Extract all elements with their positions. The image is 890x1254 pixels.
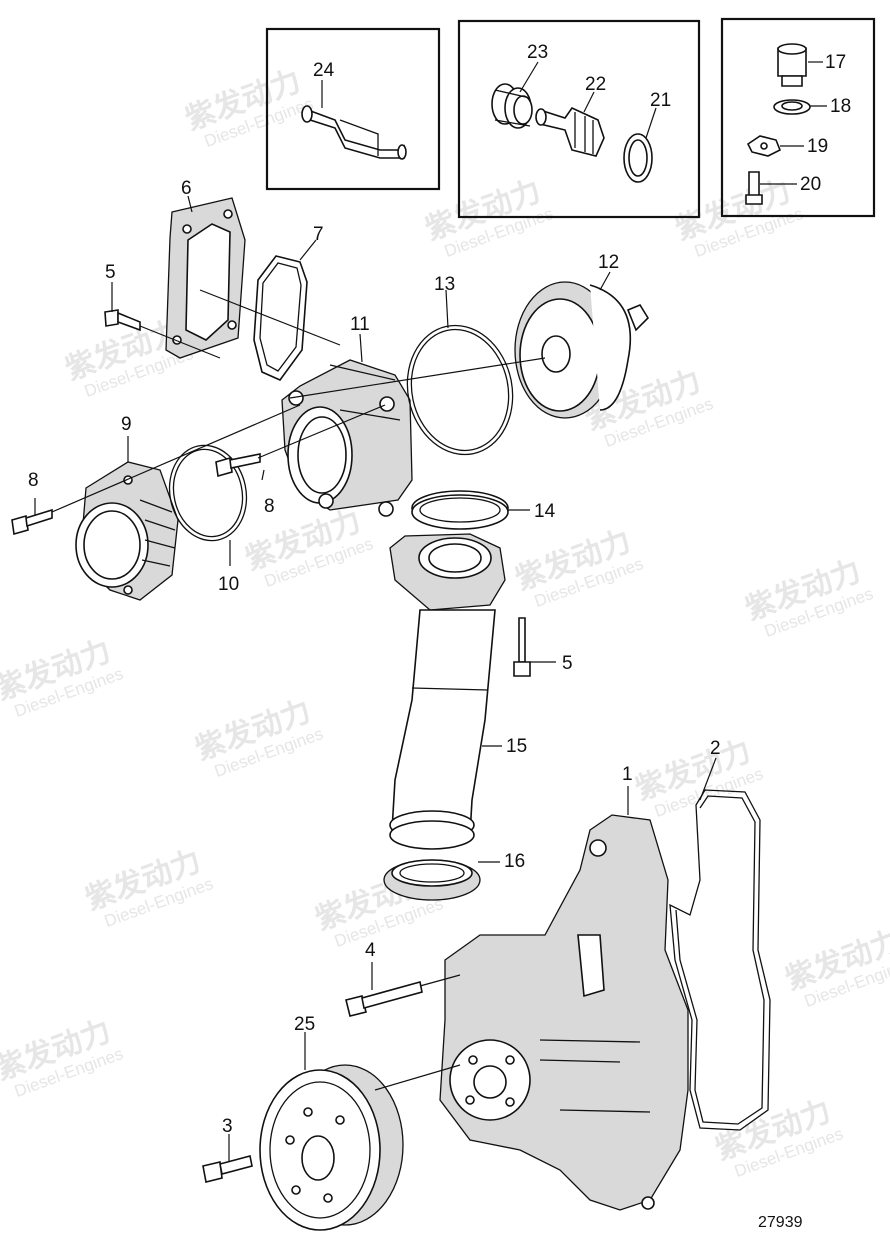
- callout-5-top: 5: [105, 262, 116, 283]
- inset-box-parts-17-20: [720, 17, 876, 218]
- callout-labels: 1 2 3 4 5 5 6 7 8 8 9 10 11 12 13 14 15 …: [28, 42, 851, 1231]
- part-19-clip: [746, 135, 782, 157]
- part-2-gasket: [669, 789, 771, 1131]
- part-4-bolt: [345, 981, 423, 1017]
- callout-8-middle: 8: [264, 496, 275, 517]
- callout-12: 12: [598, 252, 619, 273]
- part-17-plug: [777, 43, 807, 87]
- callout-2: 2: [710, 738, 721, 759]
- callout-14: 14: [534, 501, 556, 522]
- part-11-thermostat-housing: [281, 359, 413, 517]
- callout-25: 25: [294, 1014, 315, 1035]
- part-8-bolt-left: [11, 508, 53, 536]
- part-7-gasket: [253, 255, 308, 381]
- callout-18: 18: [830, 96, 851, 117]
- part-6-gasket-plate: [165, 197, 246, 359]
- part-18-washer: [773, 99, 811, 115]
- leader-lines: [34, 61, 827, 1162]
- part-number-label: 27939: [758, 1214, 803, 1231]
- callout-11: 11: [350, 314, 370, 335]
- part-22-adapter-fitting: [535, 106, 605, 157]
- part-16-seal: [383, 859, 481, 901]
- callout-1: 1: [622, 764, 633, 785]
- part-10-o-ring: [168, 444, 248, 542]
- callout-17: 17: [825, 52, 846, 73]
- part-15-coolant-pipe: [389, 533, 506, 850]
- part-13-o-ring: [406, 324, 514, 456]
- part-14-seal-ring: [411, 490, 509, 530]
- callout-6: 6: [181, 178, 192, 199]
- callout-24: 24: [313, 60, 335, 81]
- callout-9: 9: [121, 414, 132, 435]
- part-5-bolt-middle: [513, 617, 531, 677]
- callout-16: 16: [504, 851, 525, 872]
- callout-5-middle: 5: [562, 653, 573, 674]
- part-1-water-pump: [439, 814, 689, 1211]
- callout-22: 22: [585, 74, 606, 95]
- callout-23: 23: [527, 42, 548, 63]
- part-21-sealing-ring: [623, 133, 653, 183]
- callout-4: 4: [365, 940, 376, 961]
- part-24-pipe-fitting: [301, 105, 407, 160]
- part-8-bolt-middle: [215, 453, 261, 478]
- part-5-bolt-top: [104, 309, 141, 332]
- part-9-housing: [75, 461, 179, 601]
- callout-20: 20: [800, 174, 821, 195]
- callout-3: 3: [222, 1116, 233, 1137]
- callout-21: 21: [650, 90, 671, 111]
- part-20-bolt: [745, 171, 763, 205]
- part-25-pulley: [259, 1064, 404, 1231]
- callout-10: 10: [218, 574, 239, 595]
- callout-8-left: 8: [28, 470, 39, 491]
- part-23-threaded-sleeve: [491, 83, 533, 129]
- inset-box-parts-21-23: [457, 19, 701, 219]
- callout-13: 13: [434, 274, 455, 295]
- inset-box-part-24: [265, 27, 441, 191]
- callout-19: 19: [807, 136, 828, 157]
- callout-7: 7: [313, 224, 324, 245]
- part-3-bolt: [202, 1155, 253, 1183]
- part-12-thermostat: [514, 281, 650, 419]
- callout-15: 15: [506, 736, 527, 757]
